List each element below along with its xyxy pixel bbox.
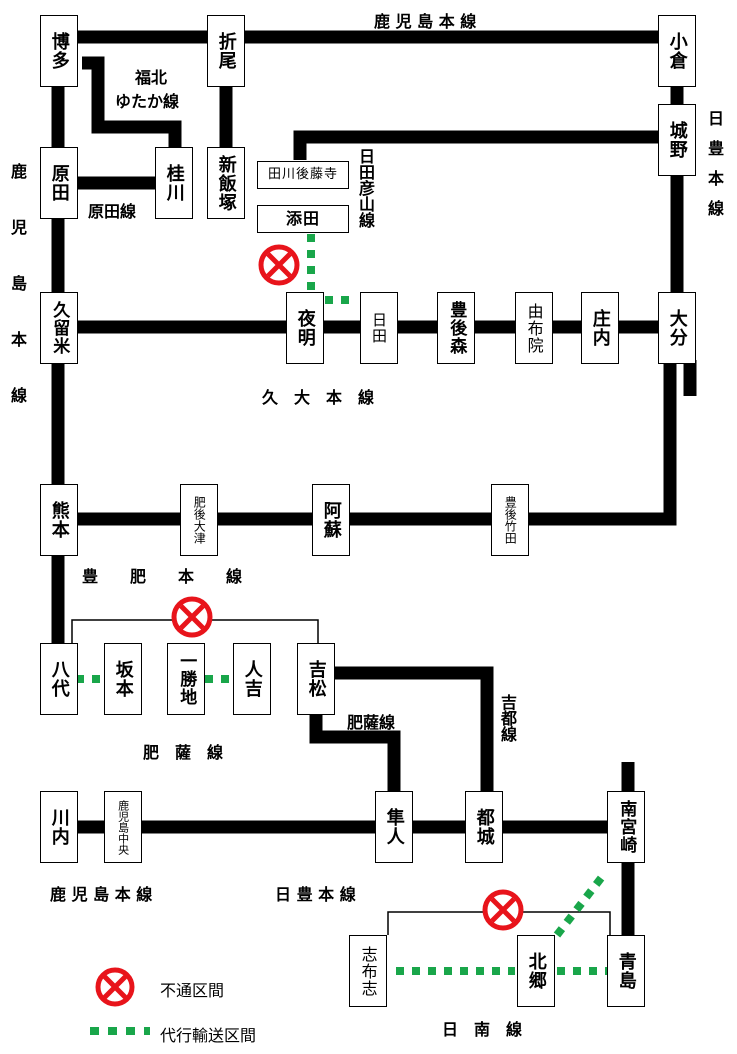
station-shibushi: 志布志 (349, 935, 387, 1007)
station-higoozu: 肥後大津 (180, 484, 218, 556)
legend-substitute-label: 代行輸送区間 (160, 1026, 257, 1045)
station-hakata: 博多 (40, 15, 78, 87)
station-label: 熊本 (48, 501, 70, 539)
station-kumamoto: 熊本 (40, 484, 78, 556)
station-label: 八代 (48, 660, 70, 698)
station-label: 南宮崎 (616, 800, 637, 854)
closed-mark-hitahikosan (258, 244, 300, 286)
station-yoshimatsu: 吉松 (297, 643, 335, 715)
label-nichinan-line: 日 南 線 (442, 1020, 523, 1039)
label-kitto-line: 吉都線 (498, 694, 517, 742)
station-kitago: 北郷 (517, 935, 555, 1007)
station-label: 折尾 (215, 32, 237, 70)
line-kitto (316, 666, 494, 800)
substitute-kitago-minamimiyazaki (553, 870, 609, 938)
station-label: 夜明 (294, 309, 316, 347)
line-fukuhoku-yutaka (82, 56, 182, 150)
station-label: 桂川 (163, 164, 185, 202)
label-hohi-line: 豊 肥 本 線 (82, 567, 243, 586)
label-nippo-main-right: 日豊本線 (705, 110, 724, 230)
station-hayato: 隼人 (375, 791, 413, 863)
station-kokura: 小倉 (658, 15, 696, 87)
station-yatsushiro: 八代 (40, 643, 78, 715)
station-aso: 阿蘇 (312, 484, 350, 556)
station-label: 北郷 (525, 952, 547, 990)
closed-section-icon (95, 967, 135, 1007)
label-kagoshima-main-left: 鹿児島本線 (8, 163, 27, 443)
station-label: 日田 (370, 312, 388, 344)
station-shiniizuka: 新飯塚 (207, 147, 245, 219)
station-keisen: 桂川 (155, 147, 193, 219)
label-haruda-line: 原田線 (88, 202, 137, 221)
station-label: 肥後大津 (192, 496, 207, 544)
substitute-transport-icon (90, 1027, 150, 1035)
station-soeda: 添田 (257, 205, 349, 233)
station-jono: 城野 (658, 104, 696, 176)
legend-closed-label: 不通区間 (160, 981, 225, 1000)
station-label: 由布院 (524, 302, 544, 354)
station-label: 青島 (615, 952, 637, 990)
station-bungotaketa: 豊後竹田 (491, 484, 529, 556)
station-bungomori: 豊後森 (437, 292, 475, 364)
substitute-hitahikosan (307, 234, 354, 304)
station-label: 川内 (48, 808, 70, 846)
station-label: 新飯塚 (215, 154, 237, 212)
station-kurume: 久留米 (40, 292, 78, 364)
label-kyudai-line: 久 大 本 線 (262, 388, 375, 407)
station-aoshima: 青島 (607, 935, 645, 1007)
station-yoake: 夜明 (286, 292, 324, 364)
station-sendai: 川内 (40, 791, 78, 863)
station-sakamoto: 坂本 (104, 643, 142, 715)
label-fukuhoku-line-2: ゆたか線 (115, 92, 180, 111)
station-yufuin: 由布院 (515, 292, 553, 364)
station-label: 久留米 (49, 301, 70, 355)
label-hisatsu-line: 肥 薩 線 (143, 743, 224, 762)
station-orio: 折尾 (207, 15, 245, 87)
label-hitahikosan-line: 日田彦山線 (356, 148, 375, 228)
station-label: 一勝地 (176, 652, 197, 706)
station-label: 庄内 (589, 309, 611, 347)
station-label: 博多 (48, 32, 70, 70)
station-kagoshimachuo: 鹿児島中央 (104, 791, 142, 863)
line-hisatsu-south (309, 710, 401, 800)
station-label: 豊後竹田 (503, 496, 518, 544)
station-label: 志布志 (358, 945, 378, 997)
station-label: 大分 (666, 309, 688, 347)
station-label: 坂本 (112, 660, 134, 698)
station-label: 原田 (48, 164, 70, 202)
station-label: 添田 (285, 209, 320, 229)
station-label: 隼人 (383, 808, 405, 846)
station-label: 小倉 (666, 32, 688, 70)
station-minamimiyazaki: 南宮崎 (607, 791, 645, 863)
station-haruda: 原田 (40, 147, 78, 219)
label-kagoshima-main-top: 鹿 児 島 本 線 (374, 12, 477, 31)
station-label: 阿蘇 (320, 501, 342, 539)
station-label: 城野 (666, 121, 688, 159)
station-label: 鹿児島中央 (116, 799, 130, 855)
station-tagawagotoji: 田川後藤寺 (257, 161, 349, 189)
label-hisatsu-line-south: 肥薩線 (347, 713, 396, 732)
station-oita: 大分 (658, 292, 696, 364)
closed-mark-hisatsu (171, 596, 213, 638)
station-label: 田川後藤寺 (267, 167, 338, 183)
line-hitahikosan (293, 130, 660, 160)
station-label: 吉松 (305, 660, 327, 698)
label-kagoshima-main-bottom: 鹿 児 島 本 線 (50, 885, 153, 904)
station-hitoyoshi: 人吉 (233, 643, 271, 715)
station-miyakonojo: 都城 (465, 791, 503, 863)
label-nippo-main-bottom: 日 豊 本 線 (275, 885, 356, 904)
closed-mark-nichinan (482, 889, 524, 931)
station-isshochi: 一勝地 (167, 643, 205, 715)
label-fukuhoku-line-1: 福北 (135, 68, 168, 87)
station-label: 人吉 (241, 660, 263, 698)
line-hohi-main (76, 360, 677, 526)
station-label: 都城 (473, 808, 495, 846)
station-shonai: 庄内 (581, 292, 619, 364)
station-label: 豊後森 (446, 301, 467, 355)
station-hita: 日田 (360, 292, 398, 364)
